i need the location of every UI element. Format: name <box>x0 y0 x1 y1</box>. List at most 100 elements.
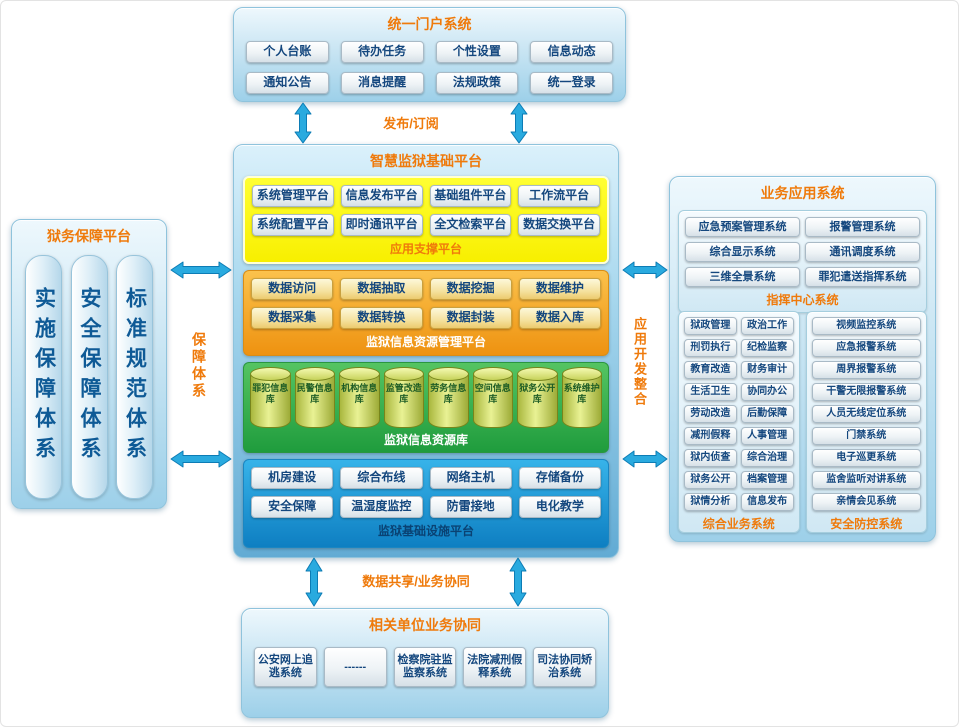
database-cylinder-icon: 民警信息库 <box>294 367 335 428</box>
infrastructure-item: 网络主机 <box>429 467 512 489</box>
security-item: 干警无限报警系统 <box>811 383 921 401</box>
support-platform-title: 狱务保障平台 <box>47 228 131 244</box>
business-panel: 业务应用系统 应急预案管理系统 报警管理系统 综合显示系统 通讯调度系统 三维全… <box>669 176 936 542</box>
comprehensive-item: 纪检监察 <box>740 339 794 357</box>
app-support-item: 基础组件平台 <box>429 185 512 207</box>
comprehensive-item: 人事管理 <box>740 427 794 445</box>
collab-item: 检察院驻监监察系统 <box>393 647 457 687</box>
publish-subscribe-label: 发布/订阅 <box>383 116 439 131</box>
comprehensive-item: 刑罚执行 <box>684 339 737 357</box>
db-item: 机构信息库 <box>341 383 378 404</box>
command-item: 通讯调度系统 <box>805 242 920 262</box>
portal-panel: 统一门户系统 个人台账 待办任务 个性设置 信息动态 通知公告 消息提醒 法规政… <box>233 7 626 102</box>
comprehensive-item: 政治工作 <box>740 317 794 335</box>
double-arrow-vertical-icon <box>294 102 312 144</box>
resource-db-section: 罪犯信息库 民警信息库 机构信息库 监管改造库 劳务信息库 空间信息库 狱务公开… <box>243 362 609 453</box>
platform-panel: 智慧监狱基础平台 系统管理平台 信息发布平台 基础组件平台 工作流平台 系统配置… <box>233 144 619 558</box>
db-item: 空间信息库 <box>474 383 511 404</box>
comprehensive-item: 狱内侦查 <box>684 449 737 467</box>
resource-mgmt-section: 数据访问 数据抽取 数据挖掘 数据维护 数据采集 数据转换 数据封装 数据入库 … <box>243 270 609 356</box>
comprehensive-item: 狱情分析 <box>684 493 737 511</box>
support-bar: 标准规范体系 <box>116 255 153 499</box>
platform-title: 智慧监狱基础平台 <box>370 153 482 169</box>
infrastructure-label: 监狱基础设施平台 <box>377 524 474 538</box>
db-item: 监管改造库 <box>385 383 422 404</box>
db-item: 罪犯信息库 <box>252 383 289 404</box>
command-item: 综合显示系统 <box>685 242 800 262</box>
portal-item: 消息提醒 <box>340 72 424 94</box>
resource-mgmt-item: 数据访问 <box>251 278 334 300</box>
portal-item: 信息动态 <box>530 41 613 63</box>
portal-title: 统一门户系统 <box>387 16 472 32</box>
comprehensive-item: 协同办公 <box>740 383 794 401</box>
app-support-section: 系统管理平台 信息发布平台 基础组件平台 工作流平台 系统配置平台 即时通讯平台… <box>243 176 609 264</box>
collab-item: 司法协同矫治系统 <box>533 647 596 687</box>
double-arrow-horizontal-icon <box>170 450 232 468</box>
comprehensive-item: 劳动改造 <box>684 405 737 423</box>
double-arrow-horizontal-icon <box>622 261 668 279</box>
business-title: 业务应用系统 <box>760 185 845 201</box>
security-item: 门禁系统 <box>811 427 921 445</box>
support-bars: 实施保障体系 安全保障体系 标准规范体系 <box>12 250 166 499</box>
app-support-item: 全文检索平台 <box>429 214 512 236</box>
resource-mgmt-item: 数据挖掘 <box>429 278 512 300</box>
security-item: 应急报警系统 <box>811 339 921 357</box>
resource-mgmt-item: 数据维护 <box>518 278 601 300</box>
command-center-label: 指挥中心系统 <box>766 293 839 307</box>
app-support-item: 系统配置平台 <box>252 214 334 236</box>
database-cylinder-icon: 空间信息库 <box>472 367 513 428</box>
collaboration-title: 相关单位业务协同 <box>369 617 481 633</box>
portal-item: 法规政策 <box>435 72 519 94</box>
app-support-item: 工作流平台 <box>518 185 600 207</box>
double-arrow-horizontal-icon <box>170 261 232 279</box>
guarantee-system-label: 保障体系 <box>191 332 207 400</box>
resource-mgmt-item: 数据采集 <box>251 307 334 329</box>
portal-item: 统一登录 <box>530 72 613 94</box>
infrastructure-item: 存储备份 <box>518 467 601 489</box>
comprehensive-item: 后勤保障 <box>740 405 794 423</box>
app-support-item: 数据交换平台 <box>518 214 600 236</box>
support-bar: 安全保障体系 <box>70 255 108 499</box>
database-cylinder-icon: 狱务公开库 <box>517 367 558 428</box>
portal-grid: 个人台账 待办任务 个性设置 信息动态 通知公告 消息提醒 法规政策 统一登录 <box>246 41 613 94</box>
resource-mgmt-item: 数据入库 <box>518 307 601 329</box>
app-support-label: 应用支撑平台 <box>389 242 462 256</box>
security-item: 亲情会见系统 <box>811 493 921 511</box>
security-item: 电子巡更系统 <box>811 449 921 467</box>
comprehensive-item: 生活卫生 <box>684 383 737 401</box>
command-center-panel: 应急预案管理系统 报警管理系统 综合显示系统 通讯调度系统 三维全景系统 罪犯遣… <box>678 210 927 313</box>
database-cylinder-icon: 监管改造库 <box>383 367 424 428</box>
command-item: 报警管理系统 <box>805 217 920 237</box>
double-arrow-vertical-icon <box>305 557 323 607</box>
resource-db-label: 监狱信息资源库 <box>383 433 468 447</box>
portal-item: 通知公告 <box>246 72 329 94</box>
collaboration-row: 公安网上追逃系统 ------ 检察院驻监监察系统 法院减刑假释系统 司法协同矫… <box>254 647 596 687</box>
app-dev-integration-label: 应用开发整合 <box>632 317 647 407</box>
resource-mgmt-item: 数据封装 <box>429 307 512 329</box>
db-item: 劳务信息库 <box>430 383 467 404</box>
database-cylinder-icon: 系统维护库 <box>561 367 602 428</box>
app-support-item: 信息发布平台 <box>340 185 423 207</box>
comprehensive-item: 综合治理 <box>740 449 794 467</box>
infrastructure-section: 机房建设 综合布线 网络主机 存储备份 安全保障 温湿度监控 防雷接地 电化教学… <box>243 459 609 548</box>
security-panel: 视频监控系统 应急报警系统 周界报警系统 干警无限报警系统 人员无线定位系统 门… <box>805 311 927 533</box>
infrastructure-item: 电化教学 <box>518 496 601 518</box>
db-item: 系统维护库 <box>563 383 600 404</box>
db-item: 民警信息库 <box>296 383 333 404</box>
business-columns: 狱政管理 政治工作 刑罚执行 纪检监察 教育改造 财务审计 生活卫生 协同办公 … <box>678 311 927 533</box>
portal-item: 个性设置 <box>435 41 519 63</box>
security-item: 视频监控系统 <box>811 317 921 335</box>
resource-mgmt-item: 数据转换 <box>340 307 423 329</box>
database-cylinder-icon: 劳务信息库 <box>428 367 469 428</box>
command-item: 罪犯遣送指挥系统 <box>805 267 920 287</box>
data-share-label: 数据共享/业务协同 <box>362 574 470 589</box>
double-arrow-vertical-icon <box>510 102 528 144</box>
infrastructure-item: 安全保障 <box>251 496 334 518</box>
double-arrow-horizontal-icon <box>622 450 668 468</box>
db-item: 狱务公开库 <box>519 383 556 404</box>
command-item: 三维全景系统 <box>685 267 800 287</box>
comprehensive-item: 财务审计 <box>740 361 794 379</box>
comprehensive-panel: 狱政管理 政治工作 刑罚执行 纪检监察 教育改造 财务审计 生活卫生 协同办公 … <box>678 311 800 533</box>
resource-mgmt-item: 数据抽取 <box>340 278 423 300</box>
